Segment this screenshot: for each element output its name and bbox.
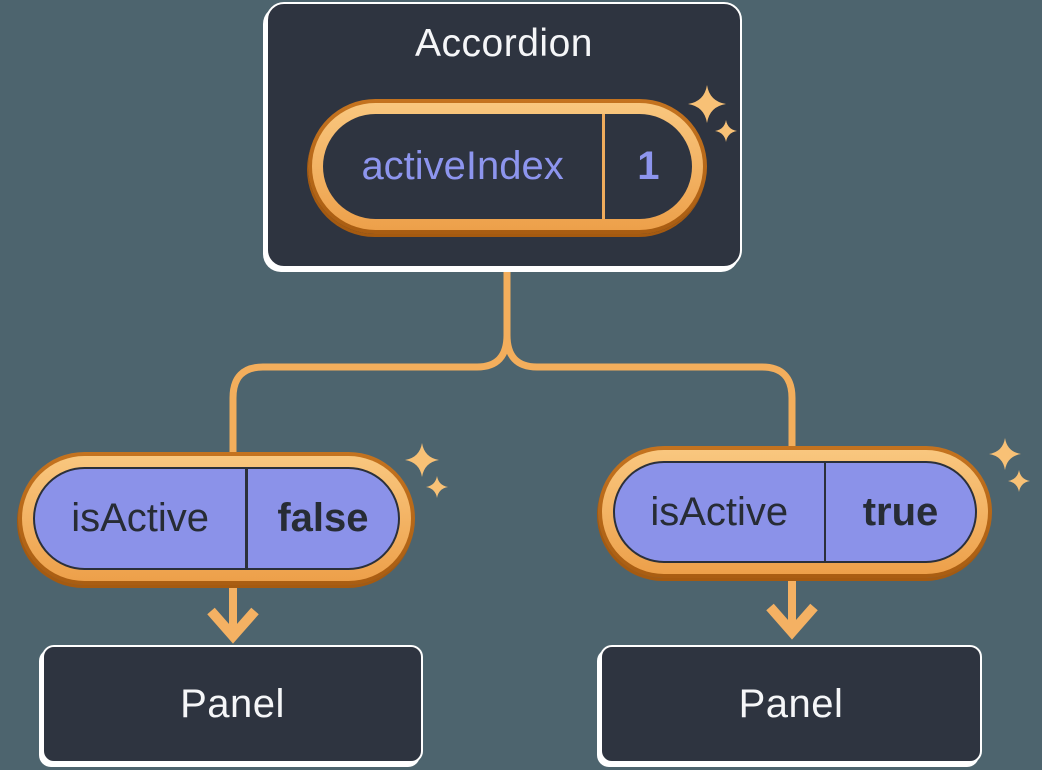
state-pill-active-index: activeIndex 1 xyxy=(308,99,707,234)
prop-name-label: isActive xyxy=(650,489,789,534)
sparkle-icon xyxy=(688,85,737,142)
panel-component-box-right: Panel xyxy=(600,645,982,763)
pill-divider xyxy=(602,114,605,219)
pill-ring: activeIndex 1 xyxy=(312,103,703,230)
panel-component-box-left: Panel xyxy=(42,645,423,763)
pill-ring: isActive true xyxy=(602,450,988,574)
prop-value-label: false xyxy=(277,496,369,540)
state-value-label: 1 xyxy=(637,144,660,188)
state-name-label: activeIndex xyxy=(361,144,564,188)
prop-name-label: isActive xyxy=(71,496,210,540)
arrow-down-icon xyxy=(207,607,259,644)
prop-pill-left: isActive false xyxy=(18,452,415,585)
pill-divider xyxy=(823,463,827,561)
branch-right-line xyxy=(503,268,796,446)
panel-title: Panel xyxy=(180,681,285,726)
prop-pill-right: isActive true xyxy=(598,446,992,578)
arrow-down-icon xyxy=(766,603,818,640)
sparkle-icon xyxy=(405,443,448,498)
branch-left-line xyxy=(229,268,511,452)
prop-value-label: true xyxy=(862,489,939,534)
pill-divider xyxy=(245,469,248,568)
sparkle-icon xyxy=(989,438,1030,492)
pill-ring: isActive false xyxy=(22,456,411,581)
panel-title: Panel xyxy=(738,681,844,726)
accordion-title: Accordion xyxy=(415,22,593,65)
